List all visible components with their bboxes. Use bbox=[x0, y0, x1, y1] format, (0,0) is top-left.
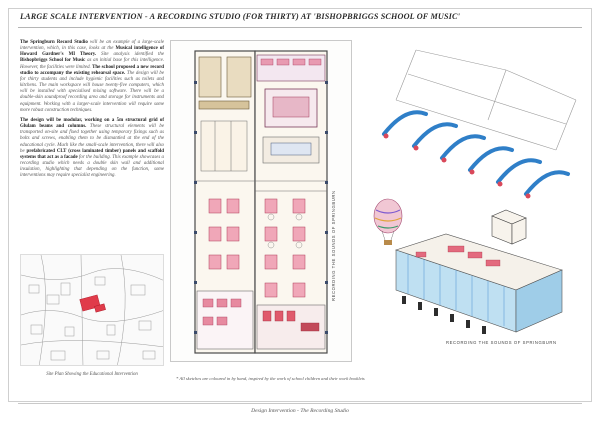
p1-highlight-school: Bishopbriggs School for Music bbox=[20, 58, 86, 64]
floor-plan-label: RECORDING THE SOUNDS OF SPRINGBURN bbox=[331, 190, 336, 301]
axonometric-drawing bbox=[373, 49, 577, 334]
description-text: The Springburn Record Studio will be an … bbox=[20, 40, 164, 183]
p1-highlight-mi: Musical intelligence of Howard Gardner's… bbox=[20, 46, 164, 58]
axonometric-panel: RECORDING THE SOUNDS OF SPRINGBURN bbox=[356, 40, 586, 362]
poster-border bbox=[8, 8, 592, 402]
footnote: * All sketches are coloured in by hand, … bbox=[176, 376, 365, 381]
p2-text-1: These structural elements will be transp… bbox=[20, 124, 164, 154]
p2-text-2: for the building. This example showcases… bbox=[20, 154, 164, 179]
site-plan-map bbox=[20, 254, 164, 366]
paragraph-1: The Springburn Record Studio will be an … bbox=[20, 40, 164, 114]
floor-plan-drawing bbox=[194, 50, 328, 354]
title-divider bbox=[18, 27, 582, 28]
footer-divider bbox=[18, 403, 582, 404]
hot-air-balloon bbox=[373, 198, 403, 245]
paragraph-2: The design will be modular, working on a… bbox=[20, 118, 164, 180]
axonometric-label: RECORDING THE SOUNDS OF SPRINGBURN bbox=[446, 340, 557, 345]
floor-plan-panel: RECORDING THE SOUNDS OF SPRINGBURN bbox=[170, 40, 352, 362]
p2-highlight-clt: prefabricated CLT (cross laminated timbe… bbox=[20, 148, 164, 160]
p1-text-1: will be an example of a large-scale inte… bbox=[20, 40, 165, 52]
studio-name: The Springburn Record Studio bbox=[20, 40, 88, 45]
p2-highlight-modular: The design will be modular, working on a… bbox=[20, 117, 164, 130]
page-title: LARGE SCALE INTERVENTION - A RECORDING S… bbox=[20, 12, 461, 21]
footer-title: Design Intervention - The Recording Stud… bbox=[251, 408, 349, 414]
p1-text-2: Site analysis identified the bbox=[96, 52, 164, 58]
site-plan-drawing bbox=[21, 255, 163, 365]
p1-text-3: as an initial base for this intelligence… bbox=[20, 58, 164, 70]
site-plan-caption: Site Plan Showing the Educational Interv… bbox=[46, 372, 138, 377]
p1-highlight-proposal: The school proposed a new record studio … bbox=[20, 64, 164, 76]
p1-text-4: The design will be for thirty students a… bbox=[20, 70, 164, 113]
